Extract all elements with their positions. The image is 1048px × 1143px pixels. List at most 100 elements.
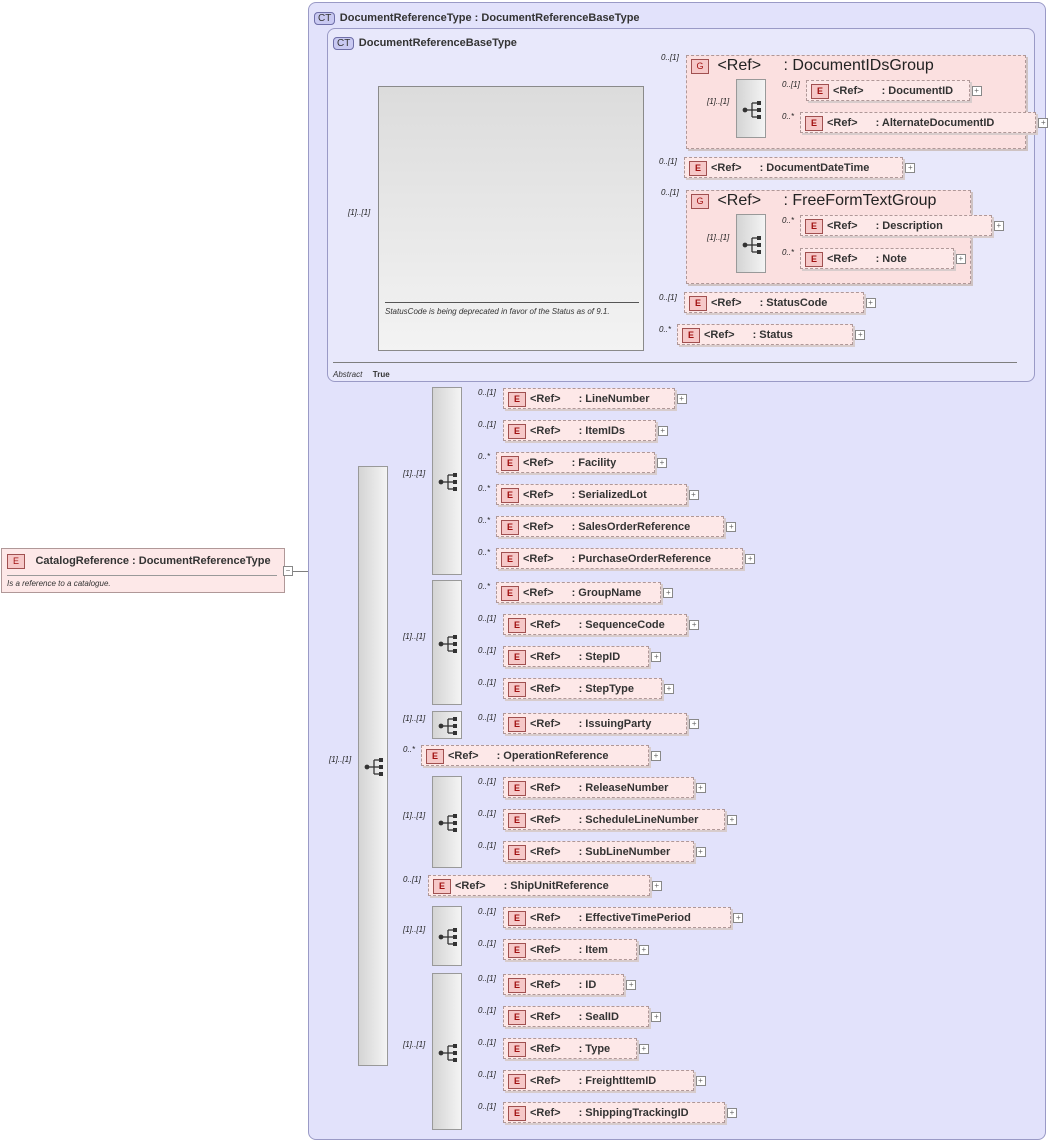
ref-label: <Ref> [530, 782, 561, 794]
expand-icon[interactable]: + [651, 751, 661, 761]
element-step-id[interactable]: E<Ref>: StepID [503, 646, 650, 667]
element-badge: E [508, 813, 526, 828]
sequence-compositor[interactable] [432, 711, 462, 739]
element-shipping-tracking-id[interactable]: E<Ref>: ShippingTrackingID [503, 1102, 725, 1123]
element-name: : SerializedLot [571, 489, 647, 501]
root-element-catalog-reference[interactable]: E CatalogReference : DocumentReferenceTy… [1, 548, 285, 593]
expand-icon[interactable]: + [651, 881, 662, 891]
element-purchase-order-reference[interactable]: E<Ref>: PurchaseOrderReference [496, 548, 744, 569]
expand-icon[interactable]: + [727, 815, 737, 825]
ref-label: <Ref> [530, 683, 561, 695]
ref-label: <Ref> [530, 846, 561, 858]
expand-icon[interactable]: + [676, 394, 687, 404]
element-name: : Item [578, 944, 608, 956]
sequence-compositor[interactable] [358, 466, 388, 1066]
expand-icon[interactable]: + [695, 783, 706, 793]
expand-icon[interactable]: + [955, 254, 966, 264]
expand-icon[interactable]: + [638, 1044, 649, 1054]
element-issuing-party[interactable]: E<Ref>: IssuingParty [503, 713, 688, 734]
sequence-compositor[interactable] [432, 906, 462, 966]
sequence-compositor[interactable] [432, 580, 462, 705]
group-badge: G [691, 59, 709, 74]
element-line-number[interactable]: E<Ref>: LineNumber [503, 388, 675, 409]
element-name: : Status [752, 329, 793, 341]
expand-icon[interactable]: + [651, 652, 662, 662]
element-document-date-time[interactable]: E<Ref>: DocumentDateTime [684, 157, 904, 178]
ref-label: <Ref> [717, 57, 762, 74]
element-badge: E [501, 520, 519, 535]
expand-icon[interactable]: + [663, 588, 674, 598]
expand-icon[interactable]: + [638, 945, 649, 955]
element-type[interactable]: E<Ref>: Type [503, 1038, 637, 1059]
element-sequence-code[interactable]: E<Ref>: SequenceCode [503, 614, 688, 635]
cardinality-label: 0..* [782, 248, 795, 257]
element-effective-time-period[interactable]: E<Ref>: EffectiveTimePeriod [503, 907, 732, 928]
cardinality-label: 0..[1] [478, 777, 496, 786]
sequence-compositor[interactable] [432, 387, 462, 575]
base-sequence-compositor[interactable]: StatusCode is being deprecated in favor … [378, 86, 644, 351]
element-item[interactable]: E<Ref>: Item [503, 939, 637, 960]
element-sub-line-number[interactable]: E<Ref>: SubLineNumber [503, 841, 694, 862]
expand-icon[interactable]: + [689, 719, 700, 729]
element-operation-reference[interactable]: E<Ref>: OperationReference [421, 745, 649, 766]
abstract-property: Abstract True [333, 364, 390, 382]
element-badge: E [508, 781, 526, 796]
cardinality-label: 0..[1] [478, 420, 496, 429]
sequence-compositor[interactable] [432, 776, 462, 868]
expand-icon[interactable]: + [855, 330, 866, 340]
connector-line [293, 571, 318, 572]
expand-icon[interactable]: + [688, 490, 699, 500]
cardinality-label: [1]..[1] [403, 1040, 426, 1049]
sequence-compositor[interactable] [736, 214, 766, 273]
element-seal-id[interactable]: E<Ref>: SealID [503, 1006, 650, 1027]
element-badge: E [508, 911, 526, 926]
element-name: : ShipUnitReference [503, 880, 609, 892]
element-release-number[interactable]: E<Ref>: ReleaseNumber [503, 777, 694, 798]
expand-icon[interactable]: + [657, 426, 668, 436]
sequence-compositor[interactable] [432, 973, 462, 1130]
expand-icon[interactable]: + [993, 221, 1004, 231]
cardinality-label: [1]..[1] [403, 811, 426, 820]
element-note[interactable]: E<Ref>: Note [800, 248, 954, 269]
element-schedule-line-number[interactable]: E<Ref>: ScheduleLineNumber [503, 809, 725, 830]
element-ship-unit-reference[interactable]: E<Ref>: ShipUnitReference [428, 875, 650, 896]
element-document-id[interactable]: E<Ref>: DocumentID [806, 80, 970, 101]
element-sales-order-reference[interactable]: E<Ref>: SalesOrderReference [496, 516, 725, 537]
element-item-ids[interactable]: E<Ref>: ItemIDs [503, 420, 656, 441]
element-description[interactable]: E<Ref>: Description [800, 215, 992, 236]
element-group-name[interactable]: E<Ref>: GroupName [496, 582, 662, 603]
ref-label: <Ref> [717, 192, 762, 209]
element-alternate-document-id[interactable]: E<Ref>: AlternateDocumentID [800, 112, 1037, 133]
element-facility[interactable]: E<Ref>: Facility [496, 452, 655, 473]
expand-icon[interactable]: + [971, 86, 982, 96]
ref-label: <Ref> [530, 619, 561, 631]
expand-icon[interactable]: + [695, 1076, 706, 1086]
cardinality-label: 0..[1] [478, 614, 496, 623]
element-badge: E [508, 845, 526, 860]
expand-icon[interactable]: + [1038, 118, 1048, 128]
sequence-icon [437, 633, 459, 655]
expand-icon[interactable]: + [657, 458, 667, 468]
expand-icon[interactable]: + [733, 913, 744, 923]
element-status[interactable]: E<Ref>: Status [677, 324, 854, 345]
element-step-type[interactable]: E<Ref>: StepType [503, 678, 662, 699]
element-freight-item-id[interactable]: E<Ref>: FreightItemID [503, 1070, 694, 1091]
element-id[interactable]: E<Ref>: ID [503, 974, 625, 995]
expand-icon[interactable]: + [695, 847, 706, 857]
expand-icon[interactable]: + [727, 1108, 737, 1118]
expand-icon[interactable]: + [726, 522, 737, 532]
expand-icon[interactable]: + [664, 684, 674, 694]
expand-icon[interactable]: + [651, 1012, 662, 1022]
sequence-compositor[interactable] [736, 79, 766, 138]
collapse-toggle[interactable]: − [283, 566, 293, 576]
ref-label: <Ref> [827, 220, 858, 232]
abstract-label: Abstract [333, 370, 363, 379]
expand-icon[interactable]: + [905, 163, 916, 173]
element-serialized-lot[interactable]: E<Ref>: SerializedLot [496, 484, 687, 505]
expand-icon[interactable]: + [689, 620, 700, 630]
expand-icon[interactable]: + [745, 554, 756, 564]
expand-icon[interactable]: + [626, 980, 637, 990]
element-status-code[interactable]: E<Ref>: StatusCode [684, 292, 864, 313]
expand-icon[interactable]: + [865, 298, 876, 308]
sequence-icon [437, 715, 459, 737]
